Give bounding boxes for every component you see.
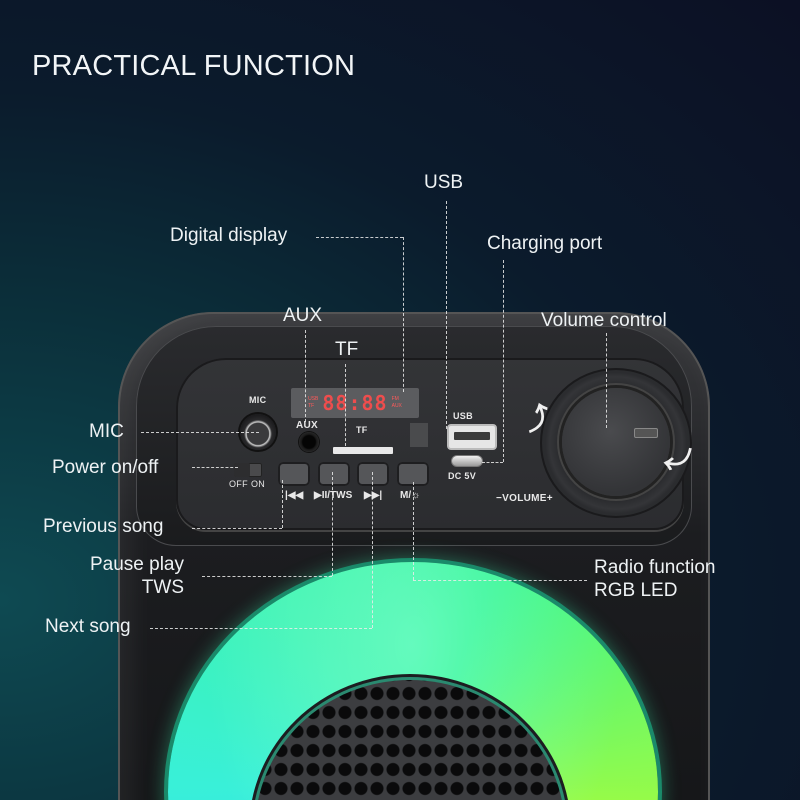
next-icon: ▶▶|	[364, 490, 383, 501]
ir-sensor	[410, 423, 428, 447]
leader-radio-v	[413, 482, 414, 580]
usb-port[interactable]	[447, 424, 497, 450]
callout-pause-play: Pause play	[89, 554, 184, 575]
volume-knob[interactable]	[562, 388, 670, 496]
callout-aux: AUX	[283, 305, 323, 326]
leader-tf	[345, 364, 346, 446]
callout-rgb-led: RGB LED	[594, 580, 678, 601]
display-indicator-fm: FM	[391, 396, 399, 402]
dc-charging-port[interactable]	[451, 455, 483, 467]
leader-next-v	[372, 472, 373, 628]
mode-light-icon: M/☼	[400, 490, 421, 501]
callout-radio-function: Radio function	[594, 557, 716, 578]
leader-usb	[446, 201, 447, 429]
switch-on-label: ON	[251, 479, 266, 489]
aux-jack[interactable]	[299, 432, 319, 452]
tf-card-slot[interactable]	[333, 447, 393, 454]
leader-power	[192, 467, 238, 468]
next-button[interactable]	[357, 462, 389, 486]
callout-charging-port: Charging port	[487, 233, 603, 254]
display-indicator-usb: USB	[308, 396, 319, 402]
callout-digital-display: Digital display	[170, 225, 288, 246]
play-pause-tws-icon: ▶II/TWS	[314, 490, 353, 501]
play-pause-tws-button[interactable]	[318, 462, 350, 486]
panel-tf-label: TF	[356, 425, 368, 435]
digital-display: USB TF 88:88 FM AUX	[291, 388, 419, 418]
display-digits: 88:88	[322, 391, 388, 415]
callout-mic: MIC	[89, 421, 124, 442]
leader-charging-port-v	[503, 260, 504, 462]
panel-usb-label: USB	[453, 411, 473, 421]
panel-aux-label: AUX	[296, 420, 319, 431]
leader-volume-control	[606, 333, 607, 428]
power-switch-knob[interactable]	[234, 463, 250, 477]
leader-digital-display-h	[316, 237, 403, 238]
display-indicator-aux: AUX	[391, 403, 402, 409]
callout-tf: TF	[335, 339, 359, 360]
leader-radio-h	[413, 580, 587, 581]
callout-power: Power on/off	[52, 457, 159, 478]
panel-dc-label: DC 5V	[448, 471, 477, 481]
callout-volume-control: Volume control	[541, 310, 667, 331]
display-indicator-tf: TF	[308, 403, 315, 409]
leader-previous-h	[192, 528, 282, 529]
previous-icon: |◀◀	[285, 490, 304, 501]
callout-tws: TWS	[141, 577, 184, 598]
volume-label: −VOLUME+	[496, 493, 553, 504]
leader-aux	[305, 330, 306, 422]
leader-pause-h	[202, 576, 332, 577]
callout-next-song: Next song	[45, 616, 131, 637]
callout-usb: USB	[424, 172, 464, 193]
leader-mic	[141, 432, 259, 433]
volume-knob-grip	[634, 428, 658, 438]
previous-button[interactable]	[278, 462, 310, 486]
leader-next-h	[150, 628, 372, 629]
switch-off-label: OFF	[229, 479, 248, 489]
leader-previous-v	[282, 480, 283, 528]
leader-pause-v	[332, 472, 333, 576]
page-title: PRACTICAL FUNCTION	[32, 50, 356, 82]
callout-previous-song: Previous song	[43, 516, 164, 537]
panel-mic-label: MIC	[249, 395, 267, 405]
leader-digital-display-v	[403, 237, 404, 392]
leader-charging-port-h	[482, 462, 503, 463]
